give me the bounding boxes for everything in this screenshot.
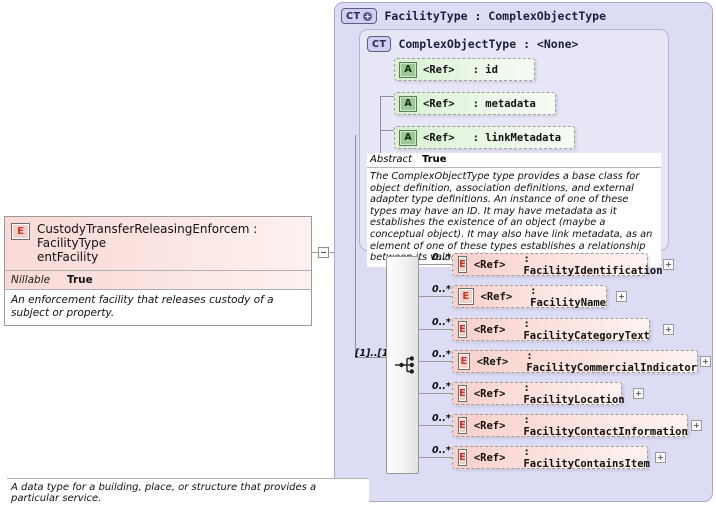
element-name: : FacilityContainsItem	[523, 445, 650, 470]
attribute-row-metadata[interactable]: A <Ref> : metadata	[394, 92, 556, 115]
attribute-name: : id	[472, 63, 498, 76]
element-connector	[419, 457, 452, 458]
root-element-title-line2: entFacility	[37, 250, 99, 264]
complexobjecttype-title: ComplexObjectType : <None>	[398, 37, 579, 51]
attribute-row-linkmetadata[interactable]: A <Ref> : linkMetadata	[394, 126, 575, 149]
element-icon: E	[458, 256, 467, 273]
model-tree-trunk	[355, 135, 356, 357]
root-element-box[interactable]: E CustodyTransferReleasingEnforcem : Fac…	[4, 216, 312, 326]
nillable-label: Nillable	[11, 274, 51, 286]
nillable-property-row: Nillable True	[5, 271, 311, 289]
element-occurs: 0..*	[432, 413, 451, 424]
element-occurs: 0..*	[432, 349, 451, 360]
facility-type-title: FacilityType : ComplexObjectType	[384, 9, 607, 23]
attribute-icon: A	[399, 61, 417, 78]
basetype-badge[interactable]: CT	[367, 36, 392, 52]
attribute-name: : metadata	[472, 97, 536, 110]
attribute-icon: A	[399, 129, 417, 146]
element-occurs: 0..*	[432, 317, 451, 328]
element-ref: <Ref>	[473, 451, 506, 464]
attribute-ref: <Ref>	[423, 131, 455, 144]
element-ref: <Ref>	[473, 387, 506, 400]
element-name: : FacilityName	[530, 284, 606, 309]
element-occurs: 0..*	[432, 445, 451, 456]
root-element-documentation: An enforcement facility that releases cu…	[5, 290, 311, 325]
model-tree-branch	[355, 357, 387, 358]
facility-type-documentation: A data type for a building, place, or st…	[7, 478, 369, 507]
element-icon: E	[458, 385, 467, 402]
plus-box-icon[interactable]	[663, 259, 674, 270]
element-icon: E	[458, 449, 467, 466]
basetype-documentation-card: Abstract True The ComplexObjectType type…	[367, 153, 661, 267]
element-occurs: 0..*	[432, 381, 451, 392]
plus-circle-icon[interactable]: +	[363, 11, 373, 21]
element-icon: E	[458, 321, 467, 338]
element-row-facilitycontactinformation[interactable]: E <Ref> : FacilityContactInformation	[452, 413, 688, 438]
attribute-ref: <Ref>	[423, 97, 455, 110]
element-name: : FacilityIdentification	[523, 252, 663, 277]
attribute-row-id[interactable]: A <Ref> : id	[394, 58, 535, 81]
element-connector	[419, 296, 452, 297]
element-icon: E	[458, 353, 470, 370]
element-connector	[419, 264, 452, 265]
abstract-label: Abstract	[370, 154, 412, 165]
element-icon: E	[458, 417, 467, 434]
collapse-minus-icon[interactable]	[318, 247, 329, 258]
element-ref: <Ref>	[473, 258, 506, 271]
element-connector	[419, 361, 452, 362]
plus-box-icon[interactable]	[691, 420, 702, 431]
element-row-facilityname[interactable]: E <Ref> : FacilityName	[452, 284, 607, 309]
element-connector	[419, 425, 452, 426]
plus-box-icon[interactable]	[616, 291, 627, 302]
complexobjecttype-header: CT ComplexObjectType : <None>	[367, 36, 578, 52]
plus-box-icon[interactable]	[663, 324, 674, 335]
root-element-title-line1: CustodyTransferReleasingEnforcem : Facil…	[37, 222, 258, 250]
attribute-ref: <Ref>	[423, 63, 455, 76]
sequence-icon	[395, 356, 414, 374]
divider	[5, 289, 311, 290]
attribute-icon: A	[399, 95, 417, 112]
element-ref: <Ref>	[473, 323, 506, 336]
element-name: : FacilityContactInformation	[523, 413, 688, 438]
connector-line-left	[312, 252, 319, 253]
element-occurs: 0..*	[432, 252, 451, 263]
element-row-facilitylocation[interactable]: E <Ref> : FacilityLocation	[452, 381, 625, 406]
element-name: : FacilityCommercialIndicator	[526, 349, 698, 374]
complextype-badge[interactable]: CT +	[341, 8, 378, 24]
element-icon: E	[11, 223, 30, 240]
divider	[5, 270, 311, 271]
complextype-badge-label: CT	[346, 10, 361, 22]
element-row-facilitycategorytext[interactable]: E <Ref> : FacilityCategoryText	[452, 317, 650, 342]
element-connector	[419, 393, 452, 394]
element-row-facilitycommercialindicator[interactable]: E <Ref> : FacilityCommercialIndicator	[452, 349, 698, 374]
element-icon: E	[458, 288, 474, 305]
plus-box-icon[interactable]	[700, 356, 711, 367]
plus-box-icon[interactable]	[633, 388, 644, 399]
element-connector	[419, 329, 452, 330]
root-element-title-row: E CustodyTransferReleasingEnforcem : Fac…	[5, 217, 311, 270]
nillable-value: True	[67, 274, 93, 286]
element-row-facilityidentification[interactable]: E <Ref> : FacilityIdentification	[452, 253, 663, 277]
attr-tree-branch	[380, 96, 394, 97]
element-ref: <Ref>	[473, 419, 506, 432]
element-occurs: 0..*	[432, 284, 451, 295]
attr-tree-branch	[380, 130, 394, 131]
attribute-name: : linkMetadata	[472, 131, 562, 144]
element-ref: <Ref>	[480, 290, 513, 303]
facility-type-header: CT + FacilityType : ComplexObjectType	[341, 8, 606, 24]
plus-box-icon[interactable]	[655, 452, 666, 463]
model-group-occurs: [1]..[1]	[355, 348, 393, 359]
element-ref: <Ref>	[476, 355, 509, 368]
element-name: : FacilityLocation	[523, 381, 625, 406]
abstract-value: True	[422, 154, 447, 165]
root-element-title: CustodyTransferReleasingEnforcem : Facil…	[37, 222, 305, 264]
element-name: : FacilityCategoryText	[523, 317, 650, 342]
abstract-property-row: Abstract True	[367, 153, 661, 168]
element-row-facilitycontainsitem[interactable]: E <Ref> : FacilityContainsItem	[452, 445, 650, 470]
complexobjecttype-panel: CT ComplexObjectType : <None> A <Ref> : …	[359, 29, 669, 267]
